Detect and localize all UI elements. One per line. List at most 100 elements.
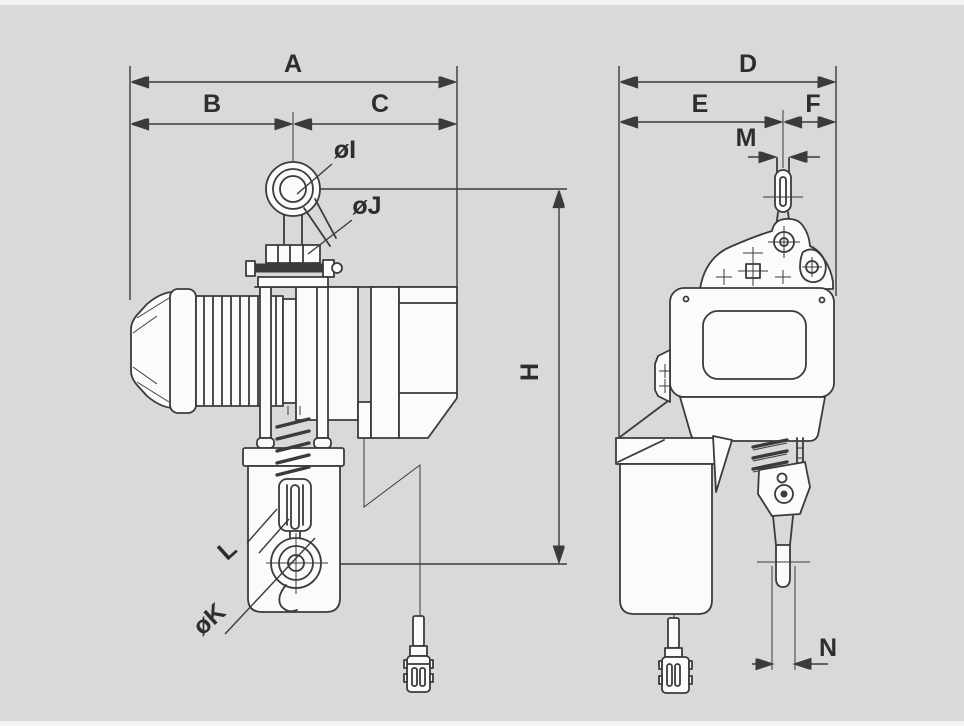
dimension-a: A xyxy=(129,50,458,300)
hook-eye-hole xyxy=(279,175,307,203)
top-margin xyxy=(0,0,964,5)
leader-line xyxy=(296,163,333,195)
pendant-control xyxy=(403,615,434,693)
coil-return xyxy=(752,453,788,462)
coil-return xyxy=(752,442,788,451)
cone-hatch xyxy=(136,297,170,319)
housing xyxy=(615,287,835,442)
pendant-bump xyxy=(658,675,663,685)
front-view: A B C H xyxy=(129,50,567,693)
bolt-tip xyxy=(331,262,343,274)
leader-line xyxy=(307,219,353,255)
swivel-pin xyxy=(780,490,788,498)
clevis-block xyxy=(265,244,321,264)
dimension-n: N xyxy=(752,566,837,670)
corner-screw xyxy=(818,296,826,304)
dimension-label-c: C xyxy=(371,90,389,118)
pendant-bump xyxy=(429,673,434,683)
body-step xyxy=(357,401,372,439)
bucket-lid xyxy=(615,437,717,465)
pendant-bump xyxy=(429,659,434,669)
bracket-lobe xyxy=(799,248,827,283)
top-hook-side xyxy=(763,157,803,229)
dimension-label-n: N xyxy=(819,634,837,662)
bottom-hook-side xyxy=(757,461,811,588)
motor-flange xyxy=(169,288,197,414)
dimension-label-m: M xyxy=(736,124,757,152)
latch-pin xyxy=(776,472,788,484)
pendant-body xyxy=(406,655,431,693)
pendant-bump xyxy=(403,659,408,669)
hook-eye-slot xyxy=(779,176,787,207)
leader-oj: øJ xyxy=(307,192,382,255)
tie-rod-nut xyxy=(313,437,332,449)
dimension-label-a: A xyxy=(284,50,302,78)
coil-bar xyxy=(751,460,789,471)
dimension-label-oj: øJ xyxy=(352,192,381,220)
housing-bottom-band xyxy=(679,396,826,442)
chain-spring xyxy=(275,406,311,477)
dimension-label-e: E xyxy=(692,90,709,118)
pendant-bump xyxy=(688,660,693,670)
coil-bar xyxy=(275,465,311,477)
top-hook xyxy=(245,161,343,288)
pendant-cable xyxy=(363,438,421,616)
pendant-button xyxy=(674,663,681,687)
control-box-body xyxy=(398,286,458,439)
leader-line xyxy=(224,537,316,635)
hook-eye-mid xyxy=(272,168,314,210)
suspension-base-plate xyxy=(257,276,329,288)
hook-shank xyxy=(789,515,794,546)
motor-adapter-ring xyxy=(282,298,297,404)
cooling-fins xyxy=(203,296,277,406)
lid-fold-line xyxy=(617,439,665,463)
cushion-slot xyxy=(290,484,300,530)
dimension-tick xyxy=(246,508,278,544)
dimension-b: B xyxy=(133,90,290,124)
pendant-stem xyxy=(667,617,680,649)
body-mid-section xyxy=(370,286,400,439)
side-lug xyxy=(654,349,671,403)
coil-bar xyxy=(275,453,311,465)
dimension-d: D xyxy=(618,50,837,443)
pendant-bump xyxy=(403,673,408,683)
pendant-stem xyxy=(412,615,425,647)
coil-bar xyxy=(275,441,311,453)
hook-shank xyxy=(772,515,777,546)
tie-rod-nut xyxy=(256,437,275,449)
cushion-body xyxy=(278,478,312,532)
coil-bar xyxy=(275,429,311,441)
bottom-hook xyxy=(266,533,328,613)
pendant-bump xyxy=(658,660,663,670)
cone-hatch xyxy=(132,366,158,385)
cable-line xyxy=(363,438,421,616)
dimension-c: C xyxy=(292,90,454,168)
pendant-button xyxy=(666,663,673,687)
bucket-flap xyxy=(712,435,733,493)
dimension-tick xyxy=(258,518,290,554)
dimension-label-oi: øI xyxy=(334,136,356,164)
suspension-bracket xyxy=(699,217,834,290)
pendant-button xyxy=(411,667,418,687)
corner-screw xyxy=(682,295,690,303)
pendant-bump xyxy=(688,675,693,685)
hook-eye-outer xyxy=(265,161,321,217)
housing-panel xyxy=(702,310,807,380)
dimension-m: M xyxy=(736,124,820,157)
lug-brace-line xyxy=(615,400,669,441)
dimension-label-d: D xyxy=(739,50,757,78)
tie-rod xyxy=(259,286,272,439)
bucket-flange xyxy=(242,447,345,467)
side-view: D E F M xyxy=(615,50,837,694)
through-bolt xyxy=(251,263,333,273)
hook-eye-profile xyxy=(774,169,792,213)
control-box xyxy=(398,286,458,439)
spring-coil xyxy=(275,417,311,477)
bucket-body xyxy=(619,463,713,615)
pendant-button xyxy=(419,667,426,687)
coil-bar xyxy=(751,438,789,449)
hook-tip-curve xyxy=(278,584,298,613)
cone-hatch xyxy=(132,315,158,334)
coil-bar xyxy=(751,449,789,460)
